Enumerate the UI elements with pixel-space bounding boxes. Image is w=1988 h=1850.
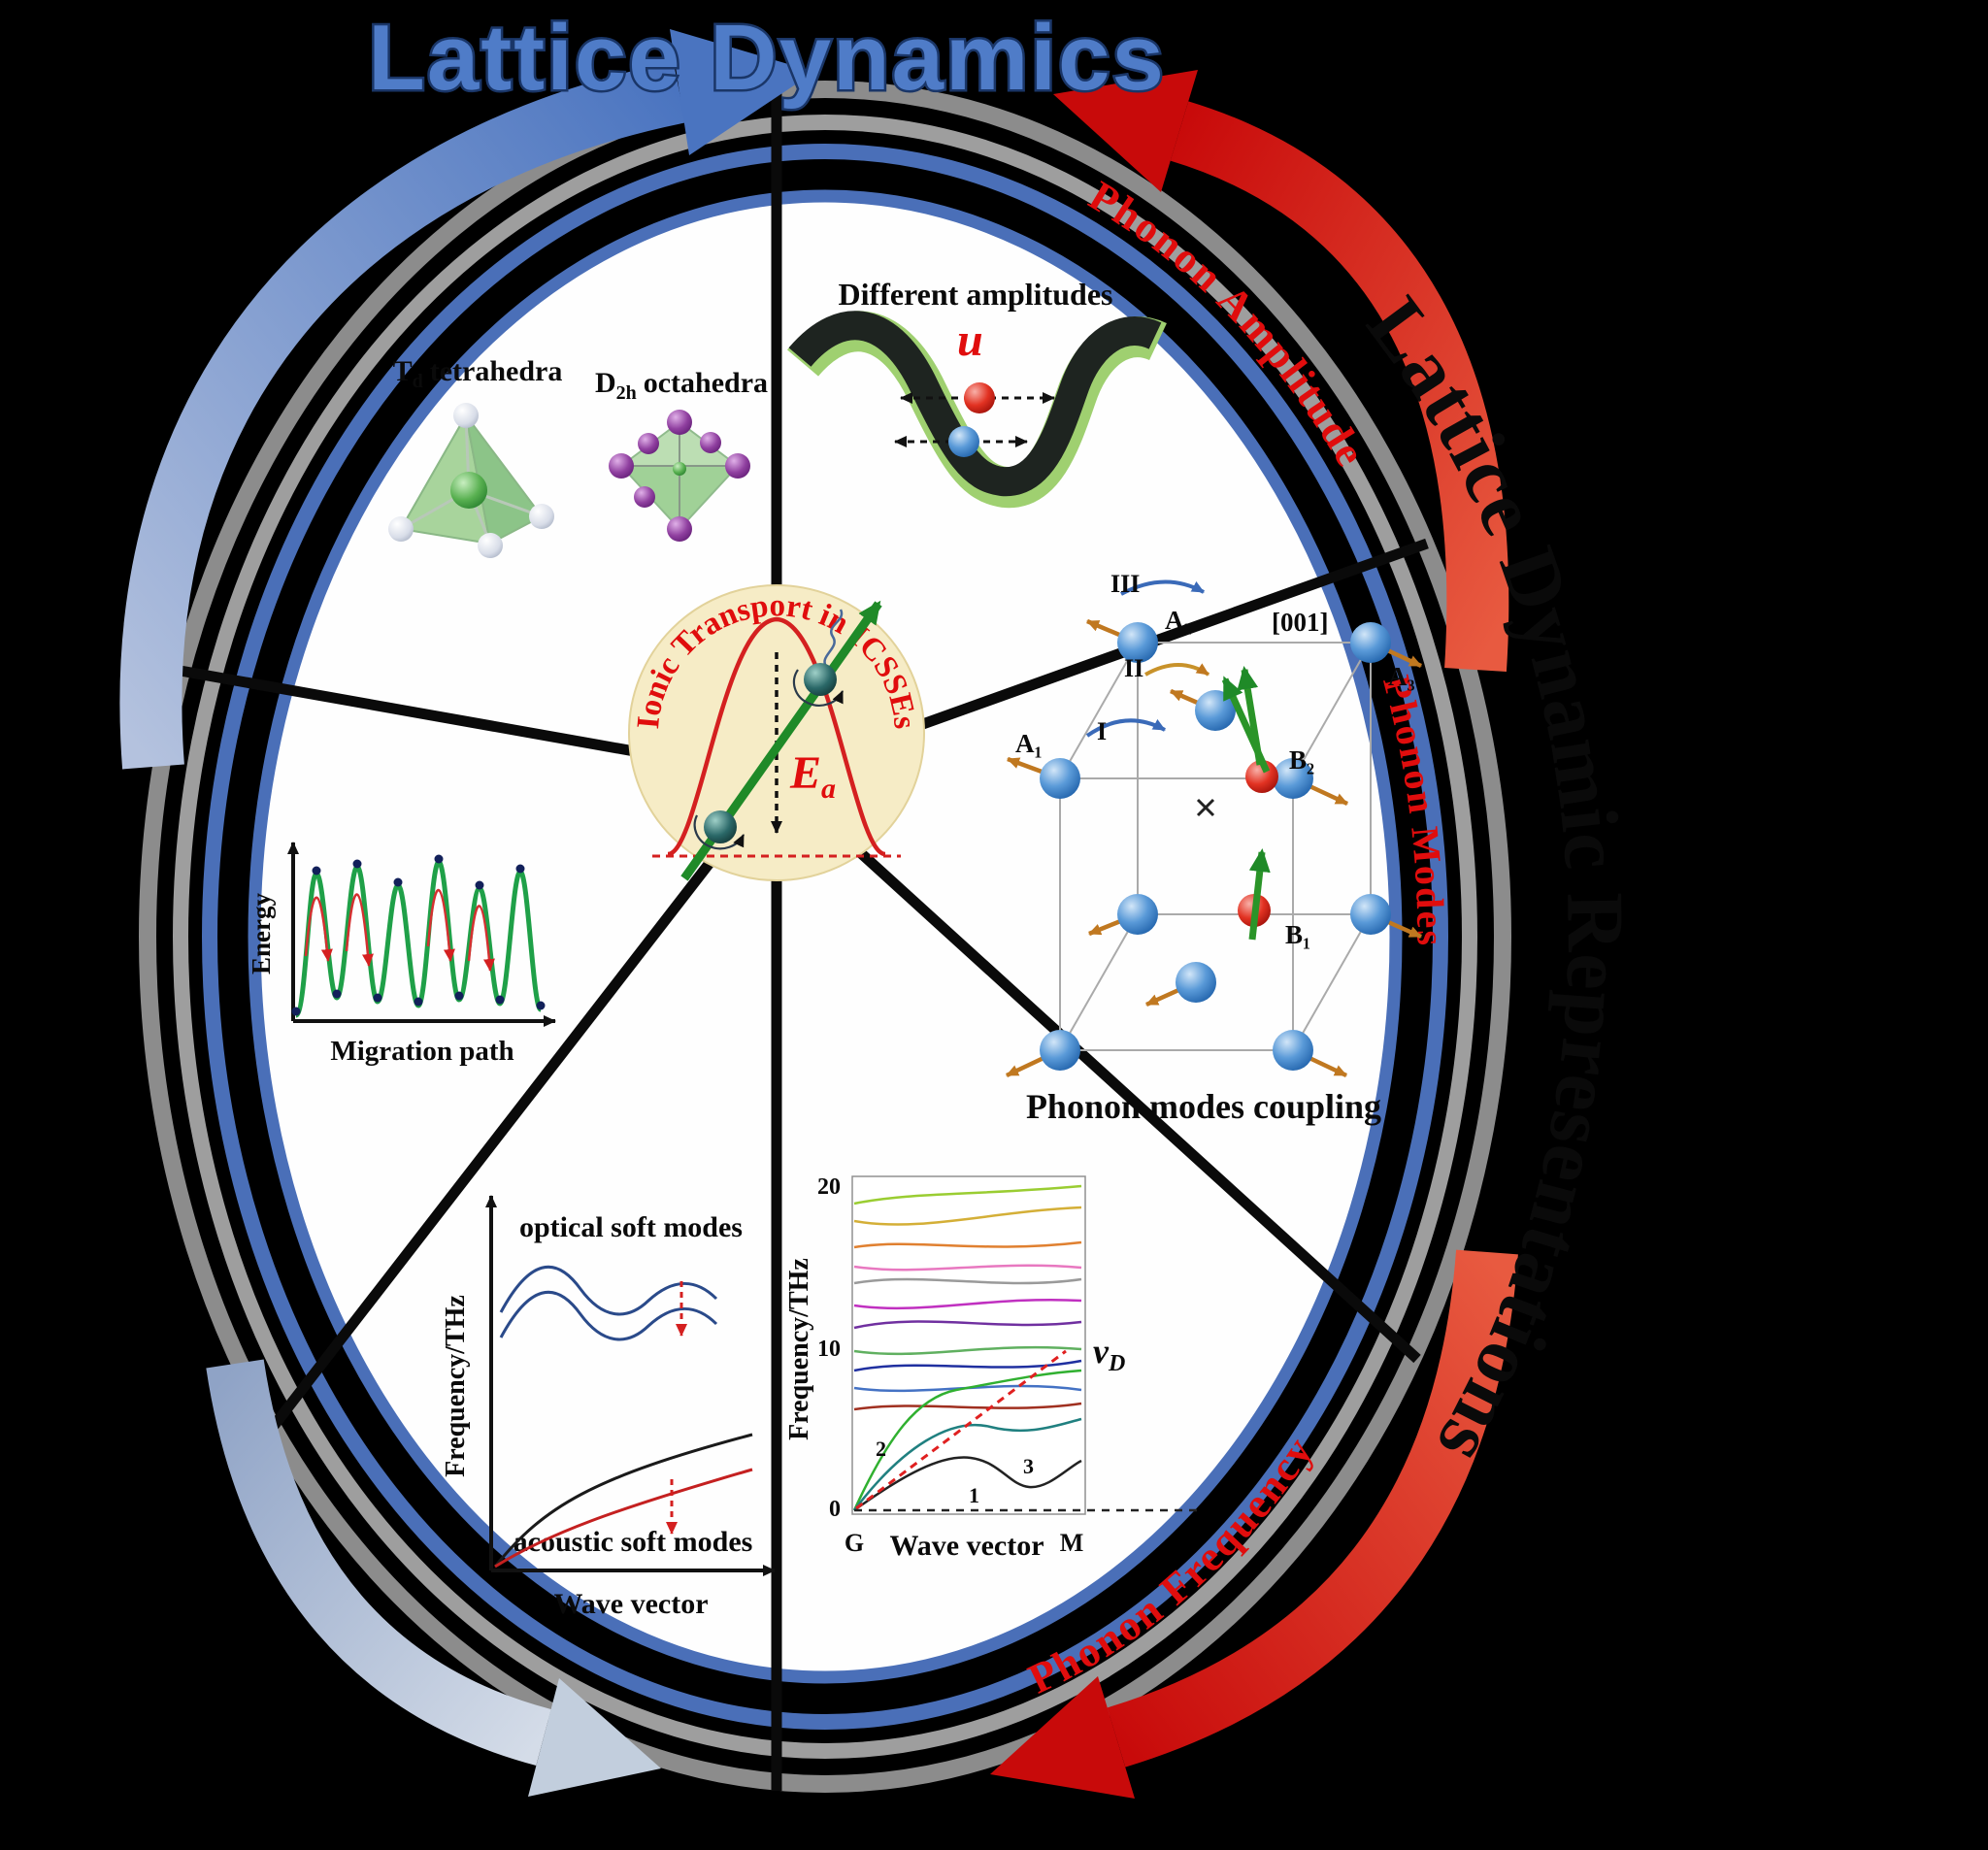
cycle-arrow-red-bottom-right <box>990 1249 1518 1799</box>
vd-main: v <box>1093 1332 1110 1371</box>
xtick-m: M <box>1060 1529 1084 1557</box>
mode-hop-arrows <box>1085 579 1210 738</box>
octahedron-graphic <box>609 410 750 542</box>
blue-ring <box>202 144 1448 1730</box>
tetra-main: T <box>393 355 413 387</box>
label-roman-3: III <box>1110 570 1140 598</box>
cube-center-mark <box>1196 798 1215 817</box>
label-a1: A₁ <box>1015 729 1043 758</box>
softmodes-ylabel: Frequency/THz <box>441 1295 471 1477</box>
gray-ring-outer <box>139 81 1511 1793</box>
red-ion <box>964 382 995 413</box>
tetra-sub: d <box>413 371 423 392</box>
ea-main: E <box>789 747 821 799</box>
ion-positions <box>291 854 546 1016</box>
ea-sub: a <box>821 773 836 805</box>
cycle-arrow-blue-top-left <box>119 29 814 770</box>
ion-hop-arrows <box>304 889 495 972</box>
dispersion-curves <box>852 1184 1082 1512</box>
softmodes-xlabel: Wave vector <box>553 1588 708 1620</box>
mode-coupling-green-arrows <box>1221 666 1271 941</box>
blue-ion <box>948 426 979 457</box>
acoustic-label: acoustic soft modes <box>514 1526 753 1558</box>
amplitude-sector: Different amplitudes u <box>786 277 1167 509</box>
migration-xlabel: Migration path <box>330 1036 514 1067</box>
modes-caption: Phonon modes coupling <box>1026 1087 1381 1126</box>
soft-modes-sector: Frequency/THz Wave vector optical soft m… <box>441 1195 776 1620</box>
energy-barrier-curve <box>667 616 886 857</box>
cycle-arrow-red-top-right <box>1053 70 1509 673</box>
branch-label-2: 2 <box>876 1437 886 1461</box>
label-b1: B₁ <box>1285 920 1310 949</box>
polyhedra-sector: Td tetrahedra D2h octahedra <box>388 355 768 558</box>
tetra-rest: tetrahedra <box>430 355 563 387</box>
dispersion-plot-box <box>851 1175 1086 1515</box>
amplitude-title: Different amplitudes <box>839 277 1113 312</box>
page-title: Lattice Dynamics <box>368 6 1166 110</box>
octa-main: D <box>595 367 616 399</box>
tetrahedra-label: Td tetrahedra <box>393 355 563 392</box>
optical-label: optical soft modes <box>519 1211 743 1243</box>
migration-ylabel: Energy <box>247 893 276 975</box>
mobile-ion-lower <box>704 810 737 843</box>
branch-label-3: 3 <box>1023 1454 1034 1478</box>
ion-orbit-upper <box>792 669 845 707</box>
crystal-atoms <box>1040 622 1391 1071</box>
rattling-squiggle <box>823 609 844 669</box>
vd-sub: D <box>1108 1351 1125 1376</box>
label-b2: B₂ <box>1289 745 1314 775</box>
xtick-g: G <box>845 1529 864 1557</box>
inner-disc <box>248 189 1403 1684</box>
divider-lower-left <box>259 773 781 1442</box>
ytick-0: 0 <box>829 1497 841 1522</box>
center-hub: Ionic Transport in ICSSEs Ea <box>628 584 925 881</box>
dispersion-ylabel: Frequency/THz <box>784 1258 814 1440</box>
octa-sub: 2h <box>616 382 637 404</box>
blue-arrowhead <box>670 29 814 155</box>
tetrahedron-graphic <box>388 403 554 558</box>
divider-lower-right <box>773 772 1421 1364</box>
octahedra-label: D2h octahedra <box>595 367 768 404</box>
branch-label-1: 1 <box>969 1483 979 1507</box>
ytick-20: 20 <box>817 1174 841 1200</box>
gray-ring-inner <box>173 115 1477 1759</box>
vd-label: vD <box>1093 1332 1125 1376</box>
label-001: [001] <box>1272 608 1328 637</box>
gray-arrowhead <box>528 1678 661 1797</box>
label-a2: A₂ <box>1165 606 1192 635</box>
modes-sector: A₁ A₂ A₃ B₁ B₂ [001] I II III Phonon mod… <box>1006 570 1422 1126</box>
dispersion-xlabel: Wave vector <box>889 1530 1044 1562</box>
ea-label: Ea <box>789 747 836 805</box>
dispersion-sector: 20 10 0 Frequency/THz G M Wave vector 2 … <box>784 1174 1199 1562</box>
atom-b2 <box>1245 760 1278 793</box>
octa-rest: octahedra <box>644 367 768 399</box>
ytick-10: 10 <box>817 1337 841 1362</box>
label-roman-1: I <box>1097 717 1107 745</box>
u-label: u <box>957 314 983 366</box>
wave-ribbon <box>786 311 1167 509</box>
mobile-ion-upper <box>804 663 837 696</box>
cycle-arrow-gray-bottom-left <box>206 1359 661 1797</box>
red-arrowhead-top <box>1053 70 1198 192</box>
ion-orbit-lower <box>693 814 745 850</box>
red-arrowhead-bottom <box>990 1676 1135 1799</box>
debye-frequency-line <box>855 1349 1067 1510</box>
label-a3: A₃ <box>1388 662 1415 691</box>
migration-sector: Energy Migration path <box>247 842 556 1067</box>
label-roman-2: II <box>1124 654 1143 682</box>
